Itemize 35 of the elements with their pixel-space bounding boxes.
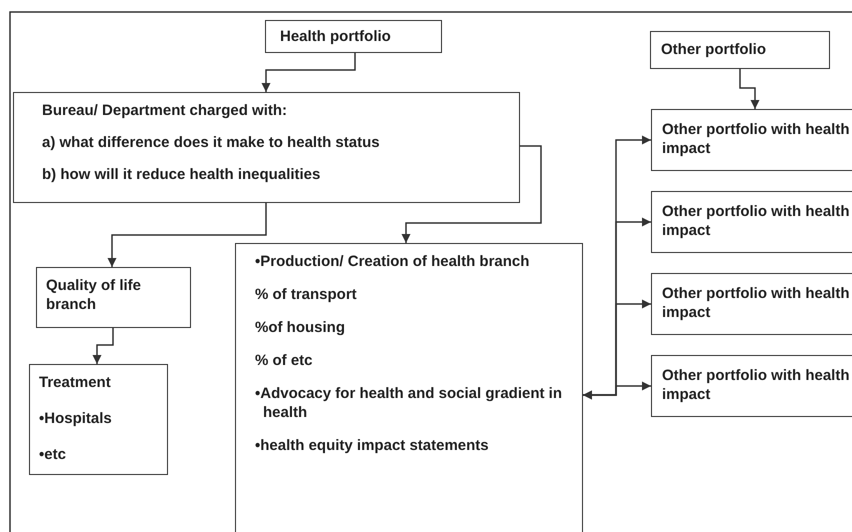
arrow — [583, 382, 651, 400]
arrow — [108, 203, 267, 267]
process-box — [651, 191, 852, 253]
node-text: Other portfolio with health impact — [662, 366, 850, 404]
node-text: Treatment — [39, 373, 111, 392]
node-text: Health portfolio — [280, 27, 391, 46]
process-box — [651, 109, 852, 171]
process-box — [265, 20, 442, 53]
arrow — [739, 69, 760, 109]
node-text: •Hospitals — [39, 409, 112, 428]
node-text: Other portfolio — [661, 40, 766, 59]
node-text: Other portfolio with health impact — [662, 284, 850, 322]
node-text: % of transport — [255, 285, 357, 304]
node-text: Other portfolio with health impact — [662, 202, 850, 240]
node-text: Other portfolio with health impact — [662, 120, 850, 158]
process-box — [36, 267, 191, 328]
process-box — [650, 31, 830, 69]
node-text: •etc — [39, 445, 66, 464]
arrow — [402, 145, 542, 243]
node-text: •Production/ Creation of health branch — [255, 252, 530, 271]
node-text: %of housing — [255, 318, 345, 337]
node-text: b) how will it reduce health inequalities — [42, 165, 320, 184]
arrow — [92, 328, 114, 364]
process-box — [13, 92, 520, 203]
node-text: Bureau/ Department charged with: — [42, 101, 288, 120]
node-text: •health equity impact statements — [255, 436, 489, 455]
process-box — [651, 355, 852, 417]
node-text: % of etc — [255, 351, 313, 370]
process-box — [651, 273, 852, 335]
process-box — [235, 243, 583, 532]
node-text: a) what difference does it make to health status — [42, 133, 380, 152]
node-text: Quality of life branch — [46, 276, 142, 314]
process-box — [29, 364, 168, 475]
node-text: •Advocacy for health and social gradient in health — [255, 384, 563, 422]
arrow — [262, 53, 356, 92]
